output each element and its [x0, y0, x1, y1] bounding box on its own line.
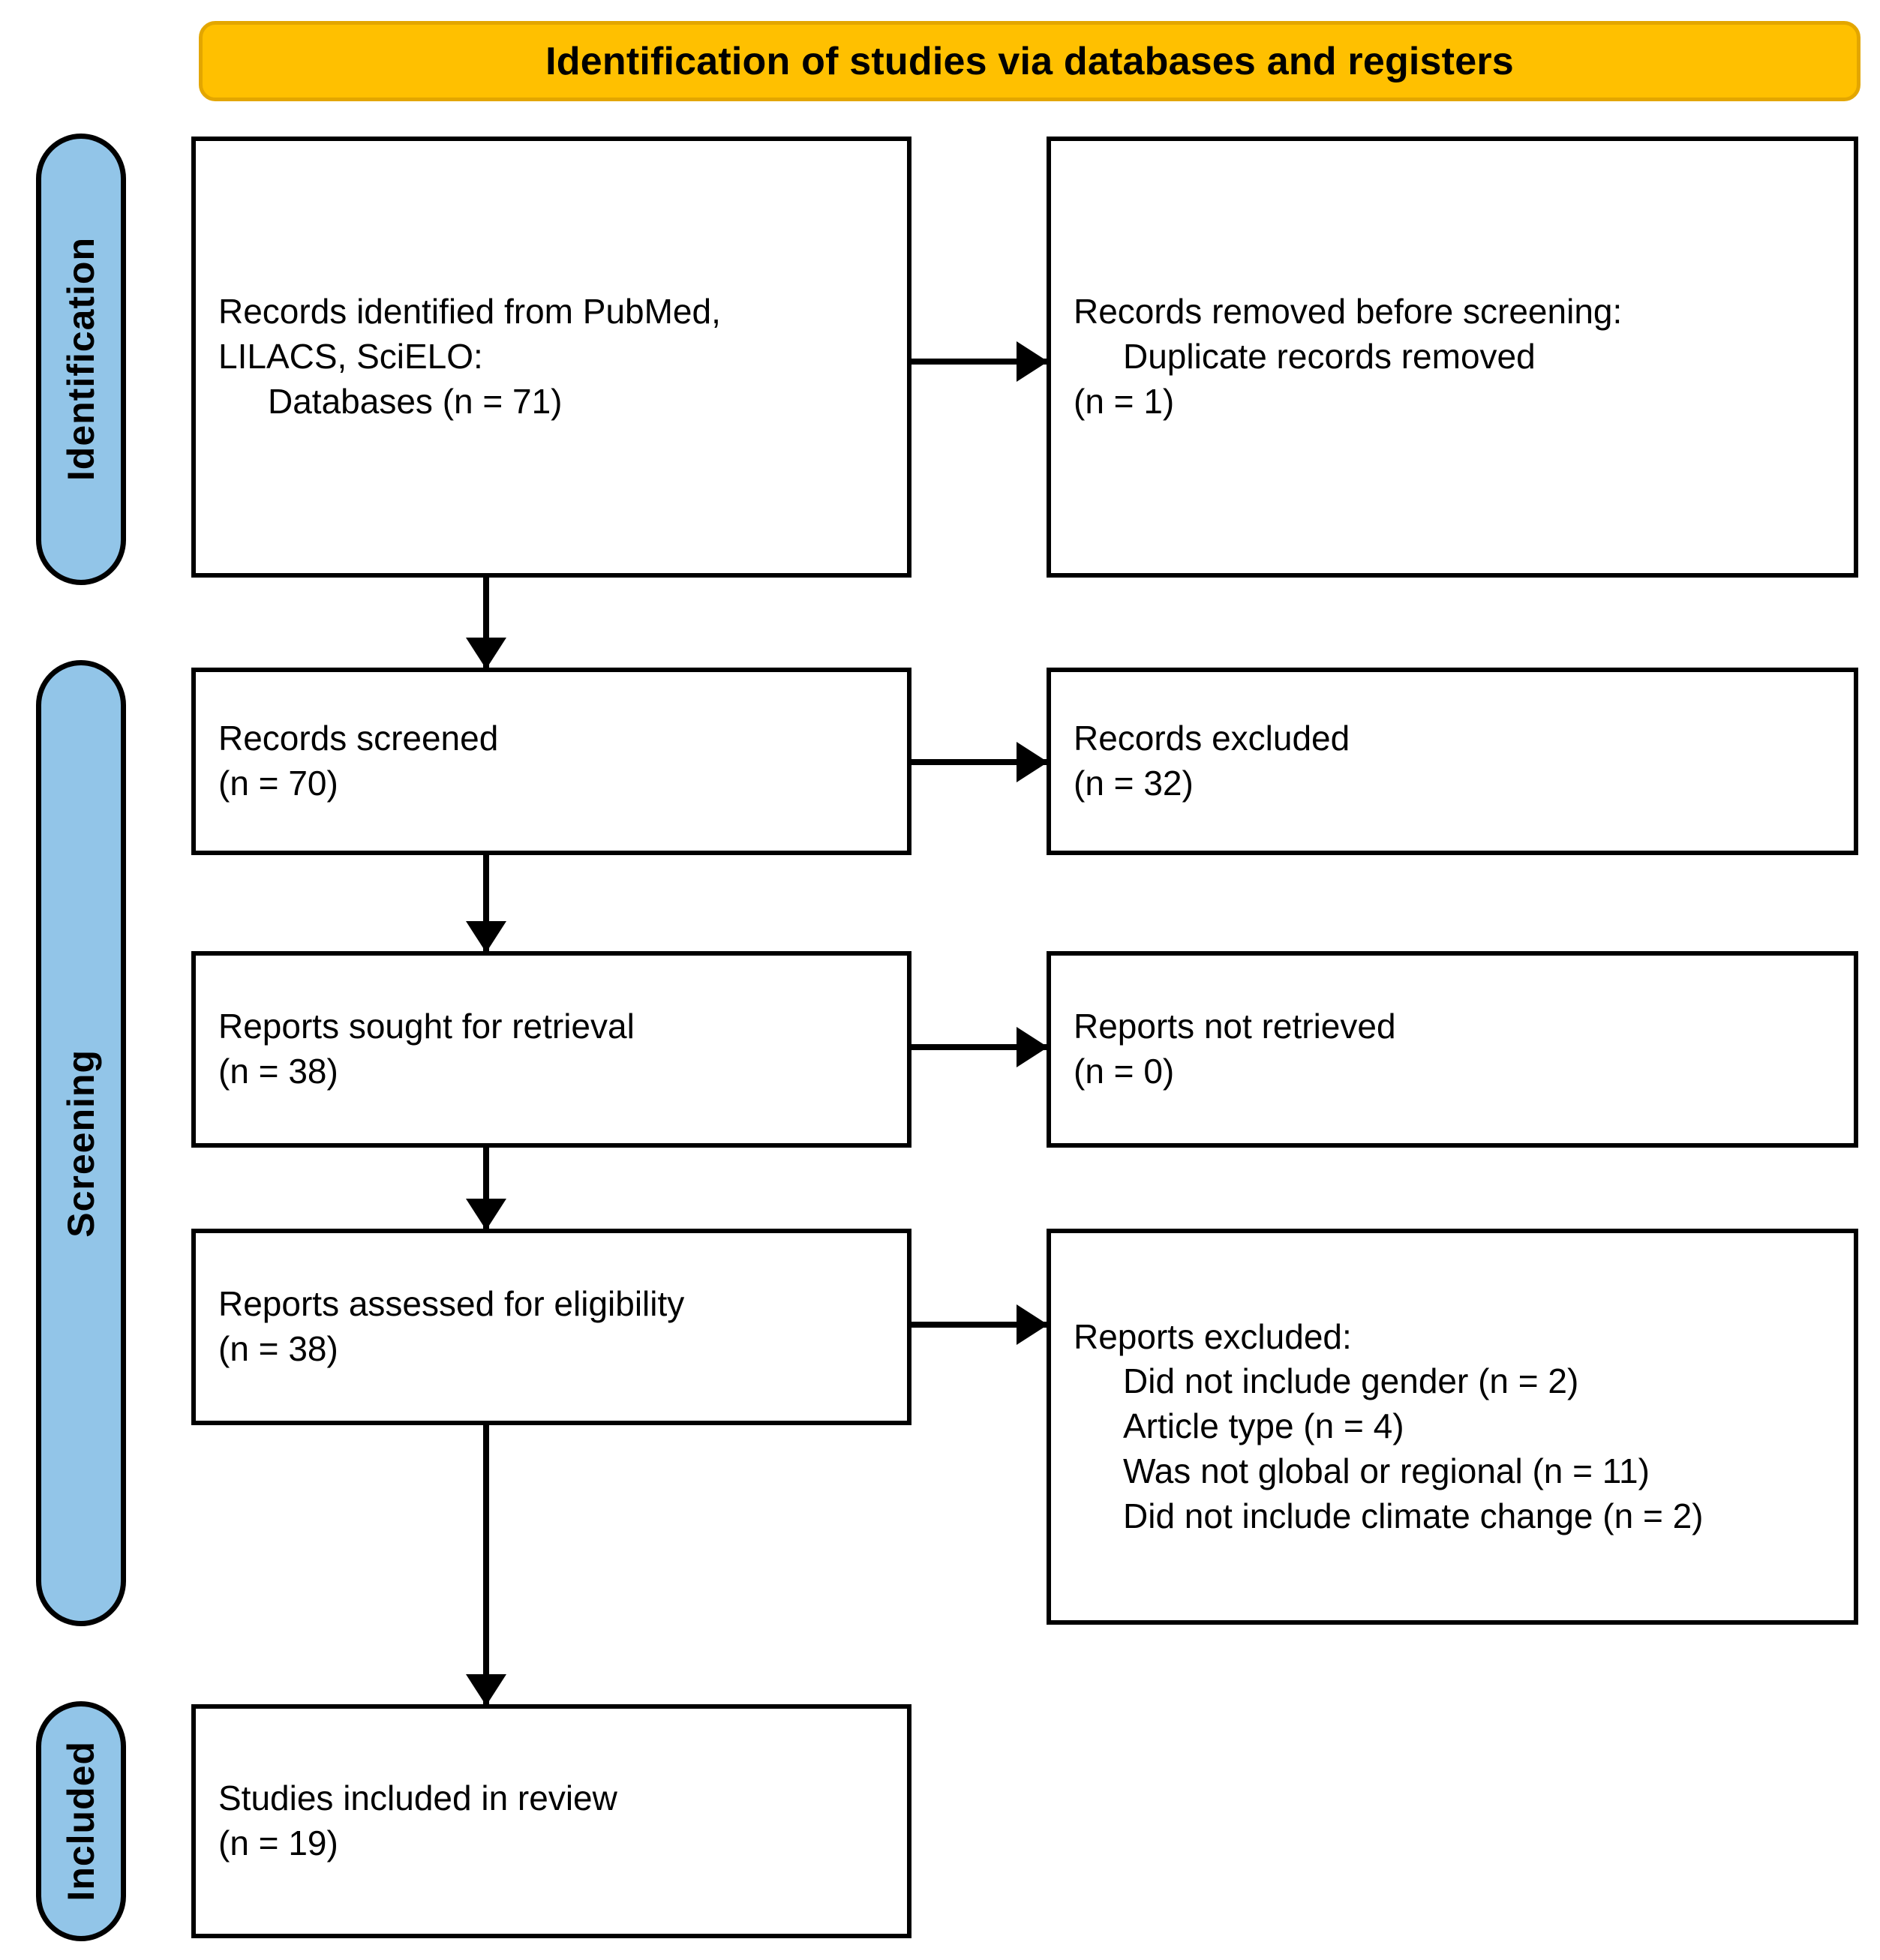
box-records-screened: Records screened (n = 70) — [191, 668, 911, 855]
arrow-right-identified-to-removed — [911, 359, 1047, 365]
arrow-right-screened-to-excluded — [911, 759, 1047, 765]
box-line: Databases (n = 71) — [268, 381, 563, 421]
box-studies-included-in-review: Studies included in review (n = 19) — [191, 1704, 911, 1938]
stage-sidebar-identification: Identification — [36, 134, 126, 585]
box-reports-excluded: Reports excluded: Did not include gender… — [1047, 1229, 1858, 1625]
box-line: (n = 38) — [218, 1052, 338, 1091]
arrow-down-identified-to-screened — [483, 578, 489, 668]
arrow-down-screened-to-sought — [483, 855, 489, 951]
box-line: Did not include gender (n = 2) — [1123, 1361, 1579, 1401]
box-line: Records removed before screening: — [1074, 292, 1623, 332]
stage-label-identification: Identification — [60, 237, 102, 482]
box-line: Was not global or regional (n = 11) — [1123, 1451, 1650, 1490]
box-line: Reports not retrieved — [1074, 1007, 1396, 1046]
box-line: (n = 70) — [218, 764, 338, 803]
diagram-header-banner: Identification of studies via databases … — [199, 21, 1860, 101]
stage-label-screening: Screening — [60, 1049, 102, 1238]
arrow-right-assessed-to-excluded — [911, 1322, 1047, 1328]
box-line: (n = 32) — [1074, 764, 1194, 803]
box-line: Records identified from PubMed, — [218, 292, 721, 332]
box-reports-sought-for-retrieval: Reports sought for retrieval (n = 38) — [191, 951, 911, 1148]
box-line: (n = 1) — [1074, 381, 1175, 421]
stage-sidebar-screening: Screening — [36, 660, 126, 1626]
box-records-removed-before-screening: Records removed before screening: Duplic… — [1047, 137, 1858, 578]
arrow-down-sought-to-assessed — [483, 1148, 489, 1229]
box-reports-not-retrieved: Reports not retrieved (n = 0) — [1047, 951, 1858, 1148]
box-line: Article type (n = 4) — [1123, 1406, 1404, 1446]
box-line: (n = 19) — [218, 1823, 338, 1862]
box-line: (n = 0) — [1074, 1052, 1175, 1091]
box-records-excluded: Records excluded (n = 32) — [1047, 668, 1858, 855]
box-line: Reports assessed for eligibility — [218, 1284, 685, 1324]
box-records-identified: Records identified from PubMed, LILACS, … — [191, 137, 911, 578]
box-line: Duplicate records removed — [1123, 337, 1536, 377]
stage-label-included: Included — [60, 1741, 102, 1901]
box-line: LILACS, SciELO: — [218, 337, 483, 377]
arrow-right-sought-to-notretrieved — [911, 1044, 1047, 1050]
box-line: Studies included in review — [218, 1778, 617, 1818]
box-line: Did not include climate change (n = 2) — [1123, 1496, 1704, 1535]
box-line: Records screened — [218, 719, 499, 758]
diagram-title: Identification of studies via databases … — [545, 39, 1514, 83]
stage-sidebar-included: Included — [36, 1701, 126, 1941]
box-line: Records excluded — [1074, 719, 1350, 758]
box-line: Reports excluded: — [1074, 1316, 1352, 1356]
box-line: Reports sought for retrieval — [218, 1007, 635, 1046]
arrow-down-assessed-to-included — [483, 1425, 489, 1704]
box-reports-assessed-for-eligibility: Reports assessed for eligibility (n = 38… — [191, 1229, 911, 1425]
box-line: (n = 38) — [218, 1329, 338, 1368]
